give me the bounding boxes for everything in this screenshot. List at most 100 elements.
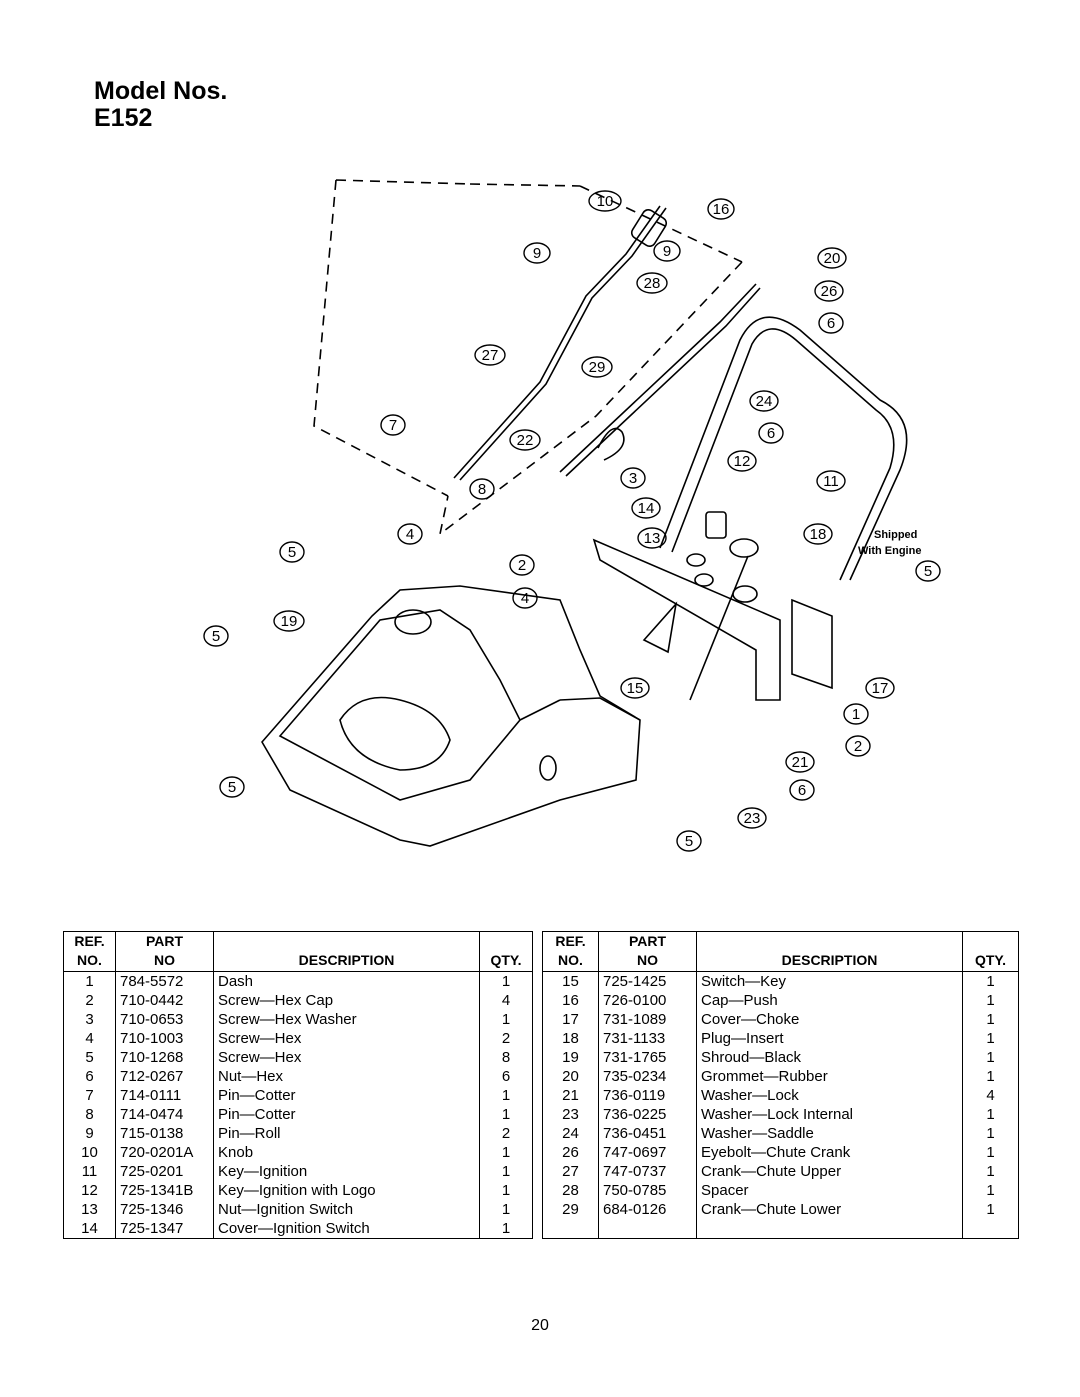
cell-desc: Knob <box>213 1143 480 1162</box>
cell-ref: 16 <box>542 991 599 1010</box>
cell-part: 750-0785 <box>598 1181 697 1200</box>
callout-label: 16 <box>713 201 730 218</box>
part-header-2: NO <box>598 950 697 972</box>
cell-desc: Switch—Key <box>696 971 963 991</box>
callout-label: 7 <box>389 417 397 434</box>
cell-ref: 19 <box>542 1048 599 1067</box>
cell-desc: Dash <box>213 971 480 991</box>
callout-label: 17 <box>872 680 889 697</box>
cell-ref: 12 <box>63 1181 116 1200</box>
callout-label: 12 <box>734 453 751 470</box>
cell-desc: Washer—Lock Internal <box>696 1105 963 1124</box>
callout-label: 28 <box>644 275 661 292</box>
cell-desc: Plug—Insert <box>696 1029 963 1048</box>
cell-qty: 1 <box>962 991 1019 1010</box>
page-number: 20 <box>531 1317 549 1334</box>
dash-body <box>261 585 641 847</box>
cell-part: 710-0653 <box>115 1010 214 1029</box>
cell-desc: Crank—Chute Lower <box>696 1200 963 1219</box>
cell-ref: 21 <box>542 1086 599 1105</box>
callout-label: 3 <box>629 470 637 487</box>
shipped-note-line-1: Shipped <box>874 529 917 541</box>
cell-qty: 1 <box>962 1143 1019 1162</box>
cell-ref: 17 <box>542 1010 599 1029</box>
cell-part: 714-0111 <box>115 1086 214 1105</box>
knob-shape <box>630 209 668 247</box>
ref-header-2: NO. <box>63 950 116 972</box>
cell-part: 726-0100 <box>598 991 697 1010</box>
callout-label: 5 <box>212 628 220 645</box>
cell-qty: 1 <box>962 971 1019 991</box>
cell-desc: Spacer <box>696 1181 963 1200</box>
lower-crank-rod <box>559 283 757 473</box>
title-line-2: E152 <box>94 104 153 132</box>
cell-desc: Nut—Hex <box>213 1067 480 1086</box>
cell-desc: Screw—Hex <box>213 1048 480 1067</box>
cell-ref: 26 <box>542 1143 599 1162</box>
callout-label: 15 <box>627 680 644 697</box>
cell-desc: Key—Ignition <box>213 1162 480 1181</box>
cell-qty: 1 <box>962 1010 1019 1029</box>
cell-part: 725-1347 <box>115 1219 214 1239</box>
ref-header: REF. <box>542 931 599 950</box>
cell-qty: 1 <box>962 1181 1019 1200</box>
callout-label: 6 <box>767 425 775 442</box>
cell-part: 712-0267 <box>115 1067 214 1086</box>
cell-part: 725-1341B <box>115 1181 214 1200</box>
cell-part: 735-0234 <box>598 1067 697 1086</box>
cell-ref: 3 <box>63 1010 116 1029</box>
exploded-parts-diagram: 10 16 9 20 9 28 26 6 27 29 24 6 7 22 12 … <box>203 179 941 852</box>
qty-header: QTY. <box>479 950 533 972</box>
cell-ref: 28 <box>542 1181 599 1200</box>
cell-desc: Screw—Hex Cap <box>213 991 480 1010</box>
cell-desc <box>696 1219 963 1239</box>
description-header: DESCRIPTION <box>696 950 963 972</box>
cell-ref: 9 <box>63 1124 116 1143</box>
cell-desc: Screw—Hex Washer <box>213 1010 480 1029</box>
cell-ref: 10 <box>63 1143 116 1162</box>
cell-desc: Grommet—Rubber <box>696 1067 963 1086</box>
cell-qty: 1 <box>962 1105 1019 1124</box>
cell-part: 710-1268 <box>115 1048 214 1067</box>
upper-crank-rod <box>453 205 661 479</box>
cell-part <box>598 1219 697 1239</box>
cell-desc: Pin—Cotter <box>213 1086 480 1105</box>
shipped-note-line-2: With Engine <box>858 545 921 557</box>
bracket-plate <box>592 538 781 701</box>
cell-ref: 1 <box>63 971 116 991</box>
callout-label: 5 <box>288 544 296 561</box>
callout-label: 11 <box>823 473 839 490</box>
callout-label: 24 <box>756 393 773 410</box>
callout-label: 2 <box>854 738 862 755</box>
cell-qty: 1 <box>479 1086 533 1105</box>
cell-ref: 23 <box>542 1105 599 1124</box>
cell-qty: 1 <box>962 1067 1019 1086</box>
ref-header: REF. <box>63 931 116 950</box>
cell-desc: Cap—Push <box>696 991 963 1010</box>
callout-label: 13 <box>644 530 661 547</box>
cell-qty: 6 <box>479 1067 533 1086</box>
cell-part: 720-0201A <box>115 1143 214 1162</box>
cell-ref: 29 <box>542 1200 599 1219</box>
callout-label: 4 <box>521 590 529 607</box>
page-title: Model Nos. E152 <box>94 78 227 132</box>
cell-qty: 1 <box>962 1124 1019 1143</box>
cell-qty: 1 <box>479 1200 533 1219</box>
title-line-1: Model Nos. <box>94 77 228 105</box>
cell-part: 731-1089 <box>598 1010 697 1029</box>
cell-qty: 1 <box>962 1200 1019 1219</box>
cell-qty: 1 <box>962 1029 1019 1048</box>
cell-desc: Crank—Chute Upper <box>696 1162 963 1181</box>
cell-qty: 1 <box>479 1219 533 1239</box>
cell-qty: 1 <box>479 971 533 991</box>
callout-label: 18 <box>810 526 827 543</box>
cell-part: 710-0442 <box>115 991 214 1010</box>
